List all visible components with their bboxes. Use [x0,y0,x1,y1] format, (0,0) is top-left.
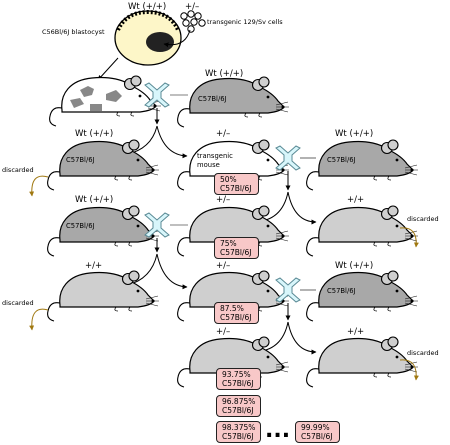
cross-symbol-4 [275,277,301,303]
ellipsis: ... [265,418,291,443]
percent-value: 98.375% [222,423,256,432]
plus-mouse-row5 [306,336,419,388]
percent-box-99-99: 99.99% C57Bl/6J [295,421,340,443]
label-blastocyst: C56Bl/6J blastocyst [42,28,105,36]
percent-box-96-875: 96.875% C57Bl/6J [216,395,261,417]
label-top-het: +/– [185,2,199,12]
label-row4-het: +/– [216,261,230,271]
percent-box-50: 50% C57Bl/6J [214,173,259,195]
label-row3-wt: Wt (+/+) [75,195,113,205]
strain-row1: C57Bl/6J [198,95,227,103]
percent-value: 87.5% [220,304,244,313]
percent-value: 93.75% [222,370,251,379]
label-row2-wt-right: Wt (+/+) [335,129,373,139]
transgenic-line1: transgenic [197,152,233,160]
strain-row3: C57Bl/6J [66,222,95,230]
label-row4-wt-right: Wt (+/+) [335,261,373,271]
strain-row2: C57Bl/6J [66,156,95,164]
label-row5-plus: +/+ [347,327,364,337]
cross-symbol-3 [144,212,170,238]
cross-symbol-2 [275,145,301,171]
percent-value: 99.99% [301,423,330,432]
strain-row4-right: C57Bl/6J [327,287,356,295]
strain-row2-right: C57Bl/6J [327,156,356,164]
percent-strain: C57Bl/6J [301,432,333,441]
label-row2-wt: Wt (+/+) [75,129,113,139]
label-row3-het: +/– [216,195,230,205]
percent-box-98-375: 98.375% C57Bl/6J [216,421,261,443]
wt-mouse-row4-right [306,270,419,322]
label-row3-plus: +/+ [347,195,364,205]
percent-strain: C57Bl/6J [222,432,254,441]
discard-arrow-3 [29,308,49,331]
percent-strain: C57Bl/6J [220,248,252,257]
percent-value: 75% [220,239,237,248]
label-row1-wt: Wt (+/+) [205,69,243,79]
cross-symbol-1 [144,82,170,108]
label-row2-het: +/– [216,129,230,139]
percent-box-75: 75% C57Bl/6J [214,237,259,259]
label-discarded-4: discarded [407,349,439,357]
injection-arrow [163,29,191,48]
transgenic-line2: mouse [197,161,220,169]
percent-value: 50% [220,175,237,184]
discard-arrow-2 [399,227,419,248]
arrow-row1-right [156,125,188,159]
discard-arrow-4 [399,359,419,381]
label-discarded-2: discarded [407,215,439,223]
implant-arrow [97,57,119,81]
discard-arrow-1 [29,175,49,197]
percent-strain: C57Bl/6J [222,406,254,415]
label-top-wt: Wt (+/+) [128,2,166,12]
percent-box-93-75: 93.75% C57Bl/6J [216,368,261,390]
plus-mouse-row3 [306,205,419,257]
transgenic-cells [180,10,206,33]
arrow-row4-right [287,321,317,355]
wt-mouse-row3 [46,205,160,257]
arrow-row2-right [287,191,317,225]
chimera-mouse [48,75,162,127]
percent-strain: C57Bl/6J [222,379,254,388]
percent-value: 96.875% [222,397,256,406]
label-row4-plus: +/+ [85,261,102,271]
wt-mouse-row2-right [306,139,419,191]
wt-mouse-row1 [177,76,290,128]
percent-box-87-5: 87.5% C57Bl/6J [214,302,259,324]
percent-strain: C57Bl/6J [220,313,252,322]
label-row5-het: +/– [216,327,230,337]
label-transgenic-cells: transgenic 129/Sv cells [207,18,283,26]
percent-strain: C57Bl/6J [220,184,252,193]
label-discarded-1: discarded [2,166,34,174]
arrow-row3-right [156,253,188,290]
label-discarded-3: discarded [2,299,34,307]
blastocyst [114,9,182,66]
